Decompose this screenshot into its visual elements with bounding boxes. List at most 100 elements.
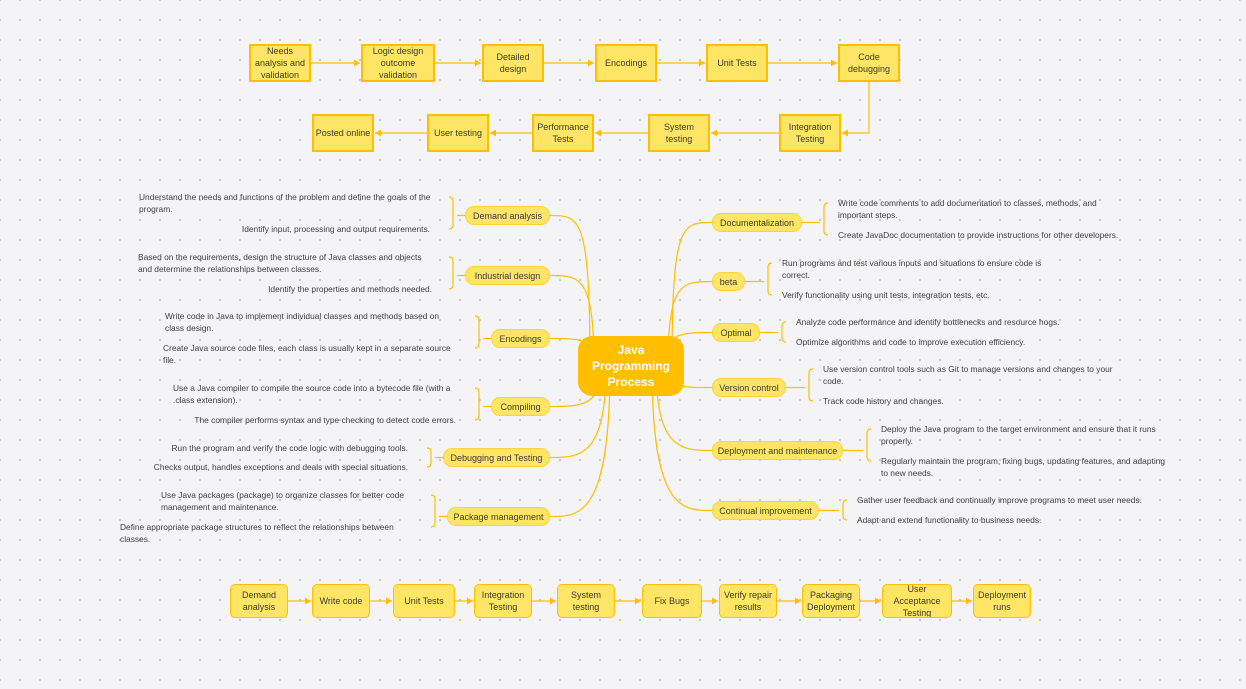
bottom-flow-step-label: Integration Testing [481,590,525,612]
bottom-flow-arrowhead [712,597,718,605]
mindmap-center-topic-label: Java Programming Process [591,343,670,389]
mindmap-detail-text: Run programs and test various inputs and… [782,258,1042,280]
bottom-flow-step[interactable]: System testing [557,584,615,618]
mindmap-branch-right[interactable]: Documentalization [712,213,802,232]
top-flow-step[interactable]: Detailed design [482,44,544,82]
top-flow-step[interactable]: Code debugging [838,44,900,82]
top-flow-step[interactable]: Performance Tests [532,114,594,152]
mindmap-branch-right[interactable]: Optimal [712,323,760,342]
top-flow-arrowhead [842,129,848,137]
top-flow-step-label: System testing [663,122,694,144]
mindmap-detail-text: Understand the needs and functions of th… [139,192,431,214]
bottom-flow-step-label: System testing [570,590,601,612]
mindmap-detail-text: Verify functionality using unit tests, i… [782,290,990,300]
mindmap-detail-text: Gather user feedback and continually imp… [857,495,1142,505]
mindmap-branch-left[interactable]: Debugging and Testing [443,448,550,467]
mindmap-branch-right[interactable]: Version control [712,378,786,397]
mindmap-branch-right-label: Documentalization [719,217,795,228]
bottom-flow-step[interactable]: Packaging Deployment [802,584,860,618]
bottom-flow-step[interactable]: Verify repair results [719,584,777,618]
top-flow-arrowhead [711,129,717,137]
mindmap-branch-right-label: Deployment and maintenance [717,445,838,456]
mindmap-branch-right[interactable]: beta [712,272,745,291]
top-flow-step[interactable]: Integration Testing [779,114,841,152]
bottom-flow-step-label: Fix Bugs [654,596,690,606]
top-flow-step-label: Code debugging [847,52,891,74]
bottom-flow-step[interactable]: Unit Tests [393,584,455,618]
mindmap-branch-right-label: beta [719,276,738,287]
mindmap-branch-right[interactable]: Continual improvement [712,501,819,520]
top-flow-arrowhead [831,59,837,67]
mindmap-detail-text: Define appropriate package structures to… [120,522,394,544]
mindmap-branch-right-label: Version control [719,382,779,393]
bottom-flow-arrowhead [386,597,392,605]
mindmap-detail-text: Create JavaDoc documentation to provide … [838,230,1119,240]
mindmap-detail-text: Deploy the Java program to the target en… [881,424,1156,446]
mindmap-detail-bracket [819,499,848,521]
bottom-flow-step[interactable]: Deployment runs [973,584,1031,618]
top-flow-step[interactable]: Posted online [312,114,374,152]
top-flow-step-label: Needs analysis and validation [254,46,306,80]
mindmap-branch-left[interactable]: Industrial design [465,266,550,285]
mindmap-branch-right-label: Continual improvement [719,505,812,516]
mindmap-branch-right[interactable]: Deployment and maintenance [712,441,843,460]
mindmap-detail-bracket [430,494,447,528]
mindmap-detail-text: Write code comments to add documentation… [838,198,1097,220]
mindmap-detail-bracket [802,202,829,236]
bottom-flow-step[interactable]: Demand analysis [230,584,288,618]
mindmap-branch-left[interactable]: Package management [447,507,550,526]
mindmap-branch-left[interactable]: Encodings [491,329,550,348]
mindmap-branch-left-label: Debugging and Testing [450,452,543,463]
bottom-flow-step[interactable]: Fix Bugs [642,584,702,618]
top-flow-step-label: Posted online [315,128,371,138]
top-flow-step-label: Performance Tests [537,122,589,144]
mindmap-branch-left[interactable]: Compiling [491,397,550,416]
mindmap-detail-text: Regularly maintain the program, fixing b… [881,456,1165,478]
mindmap-detail-text: Write code in Java to implement individu… [165,311,440,333]
bottom-flow-step[interactable]: User Acceptance Testing [882,584,952,618]
mindmap-detail-text: Use version control tools such as Git to… [823,364,1113,386]
mindmap-detail-bracket [426,447,443,468]
mindmap-detail-bracket [760,321,787,343]
bottom-flow-step-label: Unit Tests [404,596,444,606]
mindmap-detail-text: Adapt and extend functionality to busine… [857,515,1042,525]
mindmap-detail-text: Based on the requirements, design the st… [138,252,422,274]
top-flow-step[interactable]: User testing [427,114,489,152]
mindmap-detail-bracket [745,262,773,296]
mindmap-detail-text: Optimize algorithms and code to improve … [796,337,1026,347]
mindmap-detail-text: Analyze code performance and identify bo… [796,317,1060,327]
top-flow-step[interactable]: Encodings [595,44,657,82]
bottom-flow-arrowhead [635,597,641,605]
bottom-flow-step[interactable]: Write code [312,584,370,618]
mindmap-detail-bracket [786,368,814,402]
bottom-flow-step-label: Write code [319,596,363,606]
top-flow-arrow [842,82,870,134]
mindmap-detail-text: Checks output, handles exceptions and de… [153,462,408,472]
mindmap-branch-left-label: Encodings [499,333,542,344]
mindmap-detail-text: Use Java packages (package) to organize … [161,490,405,512]
mindmap-branch-left-label: Industrial design [474,270,541,281]
mindmap-branch-left-label: Demand analysis [472,210,543,221]
bottom-flow-step[interactable]: Integration Testing [474,584,532,618]
mindmap-branch-right-label: Optimal [720,327,752,338]
top-flow-step-label: Encodings [604,58,648,68]
top-flow-step[interactable]: Logic design outcome validation [361,44,435,82]
bottom-flow-arrowhead [467,597,473,605]
mindmap-detail-text: Identify input, processing and output re… [241,224,430,234]
top-flow-step[interactable]: Needs analysis and validation [249,44,311,82]
mindmap-branch-left[interactable]: Demand analysis [465,206,550,225]
mindmap-detail-text: Create Java source code files, each clas… [163,343,451,365]
top-flow-step[interactable]: Unit Tests [706,44,768,82]
mindmap-branch-left-label: Package management [453,511,544,522]
top-flow-arrowhead [588,59,594,67]
top-flow-step[interactable]: System testing [648,114,710,152]
top-flow-arrowhead [490,129,496,137]
top-flow-arrowhead [595,129,601,137]
mindmap-detail-bracket [448,256,465,290]
mindmap-detail-text: Identify the properties and methods need… [268,284,432,294]
bottom-flow-step-label: Packaging Deployment [806,590,856,612]
bottom-flow-step-label: Deployment runs [977,590,1027,612]
mindmap-center-topic[interactable]: Java Programming Process [578,336,684,396]
top-flow-arrowhead [375,129,381,137]
